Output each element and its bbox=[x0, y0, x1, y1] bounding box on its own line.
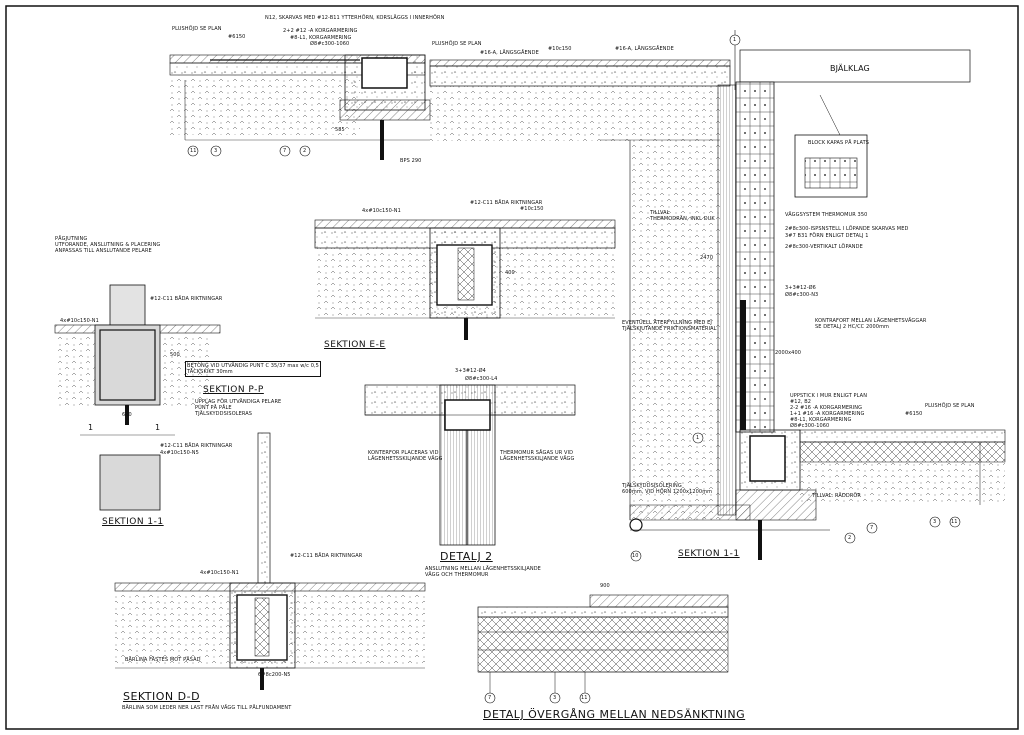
dd-sub: BÄRLINA SOM LEDER NER LAST FRÅN VÄGG TIL… bbox=[122, 705, 292, 711]
ee-mesh: #10c150 bbox=[520, 206, 544, 212]
d2-top-bar: 3+3#12-Ø4 bbox=[455, 368, 486, 374]
ee-rebar-note: #12-C11 BÅDA RIKTNINGAR bbox=[470, 200, 543, 206]
r-bars-2: Ø8#c300-N3 bbox=[785, 292, 819, 298]
pp-title: SEKTION P-P bbox=[203, 385, 264, 395]
r-plushojd: PLUSHÖJD SE PLAN bbox=[925, 403, 975, 409]
dd-bottom: 6#8c200-N5 bbox=[258, 672, 291, 678]
ee-top-bar: 4x#10c150-N1 bbox=[362, 208, 401, 214]
r-dim-2000: 2000x400 bbox=[775, 350, 802, 356]
marker-2: 2 bbox=[303, 148, 307, 154]
r-tjalskydd: TJÄLSKYDDSISOLERING 600mm, VID HÖRN 1200… bbox=[622, 483, 713, 495]
marker-1-top: 1 bbox=[733, 37, 737, 43]
d2-sub: ANSLUTNING MELLAN LÄGENHETSSKILJANDE VÄG… bbox=[425, 566, 541, 578]
marker-2b: 2 bbox=[848, 535, 852, 541]
tl-mesh: #6150 bbox=[228, 34, 246, 40]
r-tillval: TILLVAL THERMODRÄN, INKL DUK bbox=[650, 210, 715, 222]
tl-korg1: 2+2 #12 -A KORGARMERING bbox=[283, 28, 358, 34]
r-dranering: TILLVAL: RÄDDRÖR bbox=[812, 493, 862, 499]
dd-rebar-note: #12-C11 BÅDA RIKTNINGAR bbox=[290, 553, 363, 559]
section-pp bbox=[54, 284, 221, 511]
r-title: SEKTION 1-1 bbox=[678, 549, 740, 559]
d2-right-note: THERMOMUR SÅGAS UR VID LÄGENHETSSKILJAND… bbox=[500, 450, 575, 462]
r-kontrafort: KONTRAFORT MELLAN LÄGENHETSVÄGGAR SE DET… bbox=[815, 318, 927, 330]
detail-2 bbox=[364, 384, 576, 546]
grid-markers bbox=[187, 145, 961, 704]
tl-dim-585: 585 bbox=[335, 127, 345, 133]
ts-plushojd: PLUSHÖJD SE PLAN bbox=[432, 41, 482, 47]
marker-3: 3 bbox=[214, 148, 218, 154]
marker-3b: 3 bbox=[933, 519, 937, 525]
section-dd bbox=[114, 432, 426, 690]
dt-marker-7: 7 bbox=[488, 695, 492, 701]
dt-title: DETALJ ÖVERGÅNG MELLAN NEDSÄNKTNING bbox=[483, 708, 746, 721]
marker-7b: 7 bbox=[870, 525, 874, 531]
pp-rebar-note: #12-C11 BÅDA RIKTNINGAR bbox=[150, 296, 223, 302]
ts-longbar1: #16-A, LÅNGSGÅENDE bbox=[480, 50, 539, 56]
marker-11: 11 bbox=[190, 148, 197, 154]
right-wall-section bbox=[600, 81, 1006, 560]
r-bjalklag: BJÄLKLAG bbox=[830, 64, 870, 73]
pp-notes: UPPLAG FÖR UTVÄNDIGA PELARE PUNT PÅ PÅLE… bbox=[195, 399, 282, 417]
d2-title: DETALJ 2 bbox=[440, 550, 493, 563]
s11l-title: SEKTION 1-1 bbox=[102, 517, 164, 527]
pp-column-note: PÅGJUTNING UTFORANDE, ANSLUTNING & PLACE… bbox=[55, 236, 161, 254]
s11l-rebar-note: #12-C11 BÅDA RIKTNINGAR bbox=[160, 443, 233, 449]
tl-bps: BPS 290 bbox=[400, 158, 422, 164]
pp-dim-500: 500 bbox=[170, 352, 180, 358]
pp-concrete-note: BETONG VID UTVÄNDIG PUNT C 35/37 max w/c… bbox=[185, 361, 321, 377]
marker-11b: 11 bbox=[951, 519, 958, 525]
r-wall-note-2: 2#8c300-ISPSNSTELL I LÖPANDE SKARVAS MED bbox=[785, 226, 909, 232]
s11l-bar-note: 4x#10c150-N5 bbox=[160, 450, 199, 456]
r-uppstick: UPPSTICK I MUR ENLIGT PLAN #12, B2 2-2 #… bbox=[790, 393, 868, 429]
pp-top-bar: 4x#10c150-N1 bbox=[60, 318, 99, 324]
dt-dim: 900 bbox=[600, 583, 610, 589]
ee-title: SEKTION E-E bbox=[324, 340, 386, 350]
pp-dim-600: 600 bbox=[122, 412, 132, 418]
detail-transition bbox=[477, 594, 729, 695]
ee-dim: 400 bbox=[505, 270, 515, 276]
dd-top-bar: 4x#10c150-N1 bbox=[200, 570, 239, 576]
ts-longbar2: #16-A, LÅNGSGÅENDE bbox=[615, 46, 674, 52]
top-slab bbox=[429, 30, 971, 141]
marker-1-mid: 1 bbox=[696, 435, 700, 441]
tl-plushojd: PLUSHÖJD SE PLAN bbox=[172, 26, 222, 32]
pp-marker-left: 1 bbox=[88, 423, 94, 432]
section-ee bbox=[314, 219, 616, 340]
r-bars-1: 3+3#12-Ø6 bbox=[785, 285, 816, 291]
dt-marker-3: 3 bbox=[553, 695, 557, 701]
r-dim-2470: 2470 bbox=[700, 255, 714, 261]
dd-title: SEKTION D-D bbox=[123, 690, 201, 703]
r-wall-note-1: VÄGGSYSTEM THERMOMUR 350 bbox=[785, 212, 868, 218]
dd-left-note: BÄRLINA FÄSTES MOT PÅSAD bbox=[125, 657, 201, 663]
tl-n12: N12, SKARVAS MED #12-B11 YTTERHÖRN, KORS… bbox=[265, 15, 445, 21]
tl-korg2: #8-L1, KORGARMERING bbox=[290, 35, 352, 41]
ts-mesh: #10c150 bbox=[548, 46, 572, 52]
r-aterfyll: EVENTUELL ÅTERFYLLNING MED EJ TJÄLSKJUTA… bbox=[622, 320, 717, 332]
marker-10: 10 bbox=[632, 553, 639, 559]
pp-marker-right: 1 bbox=[155, 423, 161, 432]
d2-stirrup: Ø8#c300-L4 bbox=[465, 376, 498, 382]
tl-stirrup: Ø8#c300-1060 bbox=[310, 41, 350, 47]
r-block-note: BLOCK KAPAS PÅ PLATS bbox=[808, 140, 870, 146]
dt-marker-11: 11 bbox=[581, 695, 588, 701]
d2-left-note: KONTERFOR PLACERAS VID LÄGENHETSSKILJAND… bbox=[368, 450, 443, 462]
r-wall-note-3: 3#7 B31 FÖRN ENLIGT DETALJ 1 bbox=[785, 233, 869, 239]
r-wall-note-4: 2#8c300-VERTIKALT LÖPANDE bbox=[785, 244, 863, 250]
marker-7: 7 bbox=[283, 148, 287, 154]
r-mesh: #6150 bbox=[905, 411, 923, 417]
